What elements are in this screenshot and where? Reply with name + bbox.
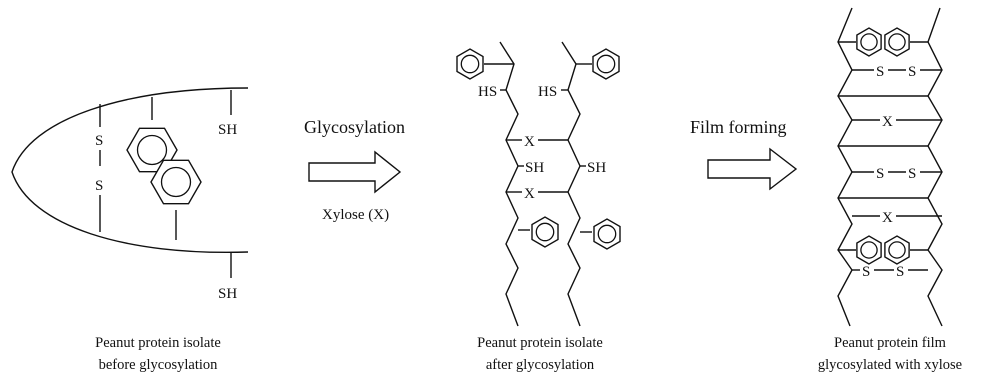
sulfur-label: S [908, 166, 916, 182]
phenyl-ring [884, 27, 910, 57]
phenyl-ring [856, 235, 882, 265]
sulfur-label: S [896, 264, 904, 280]
phenyl-ring [593, 218, 621, 250]
xylose-crosslink-label: X [524, 134, 535, 150]
sulfur-label: S [908, 64, 916, 80]
caption-before-line2: before glycosylation [99, 357, 219, 373]
phenyl-ring [884, 235, 910, 265]
thiol-label-bottom: SH [218, 286, 237, 302]
panel-after-glycosylation: HS HS X SH SH X [478, 41, 606, 327]
film-forming-step: Film forming [690, 117, 798, 191]
glycosylation-label: Glycosylation [304, 117, 405, 137]
sulfur-label: S [862, 264, 870, 280]
phenyl-aromatic-circle [888, 241, 906, 259]
thiol-label-top: SH [218, 122, 237, 138]
film-forming-arrow [707, 147, 798, 191]
phenyl-ring [531, 216, 559, 248]
panel-before-glycosylation: SH SH S S [11, 87, 249, 302]
caption-after-line2: after glycosylation [486, 357, 595, 373]
phenyl-rings [126, 27, 910, 265]
glycosylation-step: Glycosylation Xylose (X) [304, 117, 405, 223]
phenyl-aromatic-circle [596, 54, 616, 74]
caption-before-line1: Peanut protein isolate [95, 335, 221, 351]
phenyl-ring [456, 48, 484, 80]
protein-chain-left [499, 41, 519, 327]
film-chain-left [837, 7, 853, 327]
phenyl-aromatic-circle [136, 134, 168, 166]
sulfur-label: S [876, 64, 884, 80]
phenyl-aromatic-circle [860, 241, 878, 259]
caption-film-line1: Peanut protein film [834, 335, 947, 351]
sulfur-label: S [876, 166, 884, 182]
protein-chain-right [561, 41, 581, 327]
thiol-label-left: HS [478, 84, 497, 100]
thiol-label-side: SH [587, 160, 606, 176]
caption-after-line1: Peanut protein isolate [477, 335, 603, 351]
phenyl-aromatic-circle [860, 33, 878, 51]
xylose-crosslink-label: X [882, 114, 893, 130]
phenyl-aromatic-circle [888, 33, 906, 51]
phenyl-ring [856, 27, 882, 57]
phenyl-ring [592, 48, 620, 80]
sulfur-label: S [95, 178, 103, 194]
phenyl-aromatic-circle [460, 54, 480, 74]
thiol-label-right: HS [538, 84, 557, 100]
film-chain-right [927, 7, 943, 327]
phenyl-aromatic-circle [597, 224, 617, 244]
reaction-arrow [308, 150, 402, 194]
xylose-crosslink-label: X [882, 210, 893, 226]
caption-film-line2: glycosylated with xylose [818, 357, 962, 373]
xylose-crosslink-label: X [524, 186, 535, 202]
film-forming-label: Film forming [690, 117, 787, 137]
panel-glycosylated-film: S S X S S X S S [837, 7, 943, 327]
phenyl-ring [150, 159, 202, 205]
thiol-label-mid: SH [525, 160, 544, 176]
xylose-reagent-label: Xylose (X) [322, 207, 389, 223]
phenyl-aromatic-circle [535, 222, 555, 242]
phenyl-aromatic-circle [160, 166, 192, 198]
sulfur-label: S [95, 133, 103, 149]
protein-backbone-outline [11, 87, 249, 254]
captions: Peanut protein isolate before glycosylat… [95, 335, 962, 373]
